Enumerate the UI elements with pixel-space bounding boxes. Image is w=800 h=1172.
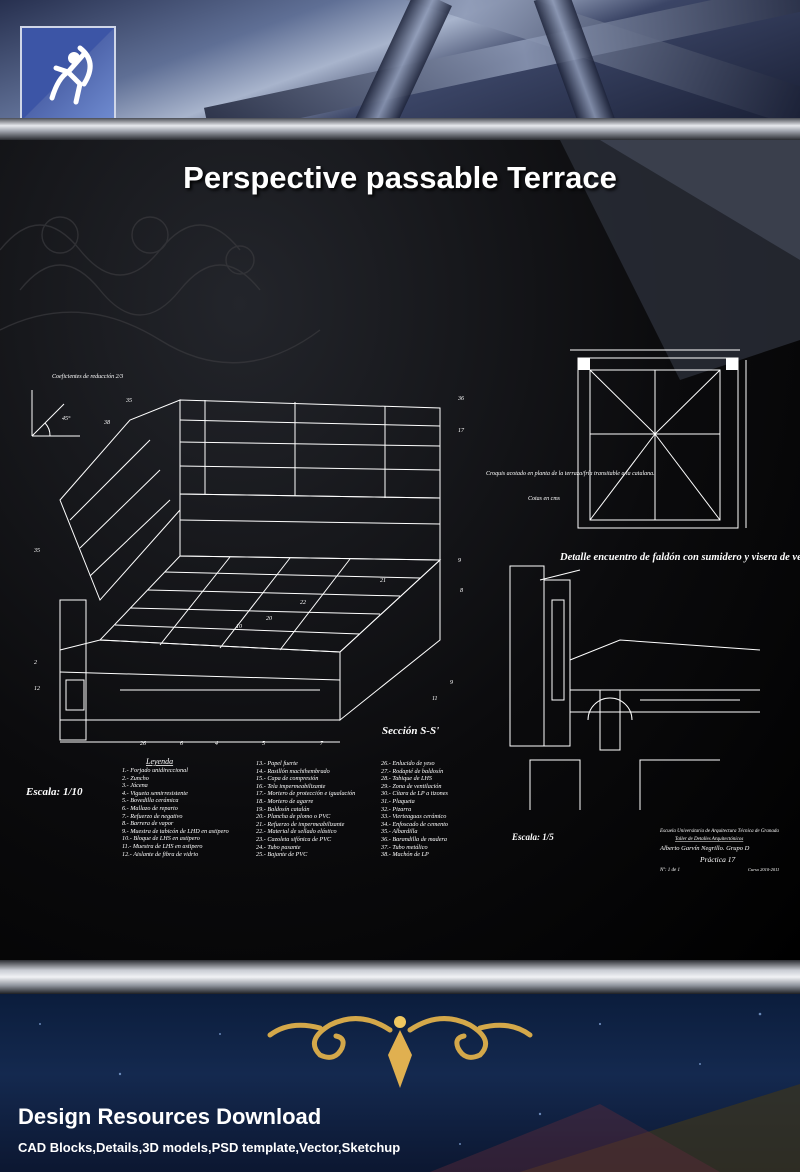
coef-label: Coeficientes de reducción 2/3 (52, 373, 123, 380)
svg-text:11: 11 (432, 696, 438, 702)
svg-text:9: 9 (458, 558, 461, 564)
legend-item: 22.- Material de sellado elástico (256, 828, 337, 836)
legend-item: 29.- Zona de ventilación (381, 782, 442, 790)
practice-line: Práctica 17 (699, 855, 735, 864)
background-facets (0, 140, 800, 380)
archer-logo[interactable] (20, 26, 116, 122)
svg-text:36: 36 (457, 396, 464, 402)
svg-text:5: 5 (262, 741, 265, 747)
callout-numbers: 35 38 36 17 35 9 8 2 12 26 6 4 5 7 11 9 10 20 22 21 (33, 396, 465, 747)
legend-item: 36.- Barandilla de madera (381, 835, 447, 843)
legend-item: 27.- Rodapié de baldosín (381, 767, 444, 775)
school-line: Escuela Universitaria de Arquitectura Té… (659, 829, 779, 834)
svg-text:38: 38 (103, 420, 110, 426)
svg-text:7: 7 (320, 741, 324, 747)
legend-item: 19.- Baldosín catalán (256, 805, 310, 813)
legend-item: 7.- Refuerzo de negativo (122, 812, 183, 820)
drawing-panel (0, 140, 800, 960)
footer-starfield (39, 1012, 800, 1172)
svg-text:35: 35 (33, 548, 40, 554)
legend-item: 11.- Muestra de LHS en astipero (122, 842, 203, 850)
damask-ornament (0, 216, 321, 364)
svg-text:6: 6 (180, 741, 183, 747)
legend-item: 20.- Plancha de plomo o PVC (256, 813, 331, 821)
legend-item: 25.- Bajante de PVC (256, 851, 308, 859)
legend-title: Leyenda (145, 757, 173, 766)
svg-text:17: 17 (458, 428, 465, 434)
legend-item: 16.- Tela impermeabilizante (256, 782, 326, 790)
chrome-divider-bottom (0, 960, 800, 994)
legend-item: 2.- Zuncho (122, 774, 149, 782)
scale-right: Escala: 1/5 (511, 832, 554, 842)
legend-item: 5.- Bovedilla cerámica (122, 797, 179, 805)
cad-drawing: Coeficientes de reducción 2/3 45° (25, 349, 800, 873)
svg-text:26: 26 (140, 741, 146, 747)
legend-item: 24.- Tubo pasante (256, 843, 301, 851)
course-year: Curso 2010-2011 (748, 867, 779, 872)
legend-item: 23.- Cazoleta sifónica de PVC (256, 835, 332, 843)
svg-text:10: 10 (236, 624, 242, 630)
legend-item: 6.- Mallazo de reparto (122, 804, 178, 812)
legend-item: 17.- Mortero de protección e igualación (256, 790, 356, 798)
scale-left: Escala: 1/10 (25, 786, 83, 798)
detail-section (509, 565, 761, 810)
svg-text:21: 21 (380, 578, 386, 584)
legend-item: 32.- Pizarra (381, 805, 412, 813)
legend-item: 3.- Jácena (122, 782, 148, 790)
plan-sketch (570, 349, 747, 529)
svg-text:2: 2 (34, 660, 37, 666)
svg-text:35: 35 (125, 398, 132, 404)
legend-item: 12.- Aislante de fibra de vidrio (122, 850, 199, 858)
detail-title: Detalle encuentro de faldón con sumidero… (559, 552, 800, 563)
legend-item: 21.- Refuerzo de impermeabilizante (256, 820, 345, 828)
legend-item: 31.- Plaqueta (381, 797, 415, 805)
svg-text:9: 9 (450, 680, 453, 686)
section-label: Sección S-S' (382, 725, 439, 737)
legend-item: 28.- Tabique de LHS (381, 775, 432, 783)
svg-text:4: 4 (215, 740, 218, 747)
chrome-divider-top (0, 118, 800, 140)
course-line: Taller de Detalles Arquitectónicos (675, 837, 743, 842)
legend-item: 9.- Muestra de tabicón de LHD en astiper… (122, 827, 229, 835)
legend-item: 15.- Capa de compresión (256, 775, 319, 783)
legend-item: 14.- Rasillón machihembrado (256, 767, 330, 775)
legend-item: 33.- Vierteaguas cerámico (381, 813, 447, 821)
header-banner (0, 0, 800, 118)
svg-text:20: 20 (266, 616, 272, 622)
legend-item: 10.- Bloque de LHS en astipero (122, 835, 200, 843)
legend-item: 30.- Cítara de LP a tizones (381, 790, 448, 798)
sheet-number: Nº: 1 de 1 (659, 867, 680, 873)
legend-item: 1.- Forjado unidireccional (122, 767, 188, 774)
svg-text:8: 8 (460, 588, 463, 594)
legend-item: 38.- Machón de LP (381, 851, 429, 859)
footer-title: Design Resources Download (18, 1104, 322, 1129)
angle-label: 45° (62, 415, 71, 422)
svg-text:12: 12 (34, 686, 40, 692)
svg-text:22: 22 (300, 600, 306, 606)
axes-diagram (31, 390, 80, 437)
legend-item: 13.- Papel fuerte (256, 760, 298, 767)
legend-item: 35.- Albardilla (381, 828, 418, 836)
gold-ornament-icon (267, 1016, 533, 1088)
sketch-note: Croquis acotado en planta de la terraza/… (486, 470, 655, 477)
terrace-perspective (59, 399, 442, 743)
author-line: Alberto Garvín Negrillo. Grupo D (659, 845, 750, 852)
archer-icon (22, 28, 114, 120)
legend-item: 18.- Mortero de agarre (256, 797, 314, 805)
page-title: Perspective passable Terrace (183, 160, 617, 195)
legend-item: 4.- Vigueta semirresistente (122, 789, 188, 797)
legend-item: 34.- Enfoscado de cemento (381, 820, 449, 828)
sketch-note-sub: Cotas en cms (528, 496, 561, 502)
legend-item: 37.- Tubo metálico (381, 843, 428, 851)
footer-subtitle: CAD Blocks,Details,3D models,PSD templat… (18, 1140, 401, 1155)
legend-item: 26.- Enlucido de yeso (381, 760, 435, 767)
legend-item: 8.- Barrera de vapor (122, 820, 174, 828)
